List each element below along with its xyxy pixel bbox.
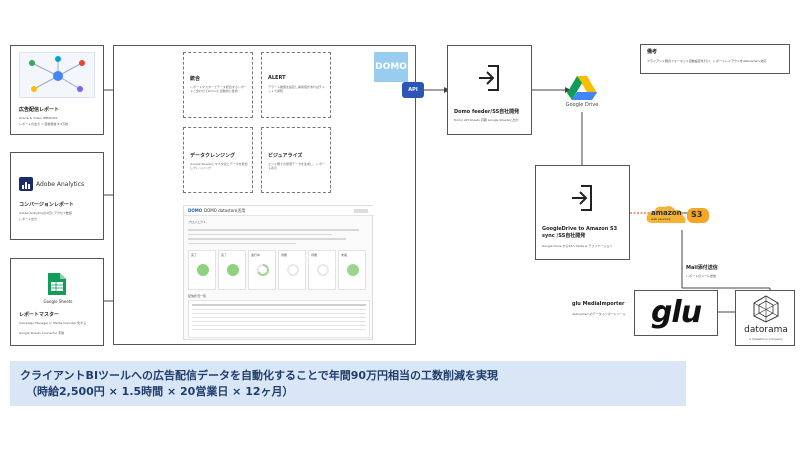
dashboard-text-lines bbox=[188, 226, 368, 246]
summary-line2: （時給2,500円 × 1.5時間 × 20営業日 × 12ヶ月） bbox=[26, 385, 294, 398]
status-card: 完了 bbox=[188, 250, 216, 290]
s3-badge-text: S3 bbox=[691, 210, 703, 219]
import-arrow-icon bbox=[572, 185, 592, 211]
status-card: 未着 bbox=[338, 250, 366, 290]
arrow-head bbox=[565, 87, 571, 93]
panel-cleansing-title: データクレンジング bbox=[190, 153, 236, 159]
panel-visualize: ビジュアライズ エンド側での受領データを生成し、レポート表示 bbox=[261, 127, 331, 193]
node-datorama: datorama A Salesforce Company bbox=[735, 290, 795, 346]
status-card-label: 待機 bbox=[311, 253, 318, 257]
note-box: 備考 クライアント側のフォーマット自動設定を行い、レポートレイアウトをdator… bbox=[640, 44, 790, 74]
adobe-analytics-logo-text: Adobe Analytics bbox=[36, 181, 85, 188]
panel-aggregate-title: 統合 bbox=[190, 76, 201, 82]
datorama-cube-icon bbox=[753, 295, 779, 323]
dashboard-app-name: DOMO datastore活用 bbox=[204, 208, 246, 213]
status-card: 完了 bbox=[218, 250, 246, 290]
google-drive-icon bbox=[567, 76, 597, 100]
panel-visualize-desc: エンド側での受領データを生成し、レポート表示 bbox=[268, 162, 326, 170]
feeder-desc: Domo API Sheets 同期 Google Sheetsに出力 bbox=[454, 118, 519, 122]
status-gauge bbox=[317, 264, 329, 276]
google-sheets-logo-text: Google Sheets bbox=[43, 299, 73, 304]
status-card-label: 待機 bbox=[281, 253, 288, 257]
domo-logo: DOMO bbox=[374, 52, 408, 82]
cloud-icon bbox=[646, 206, 709, 223]
report-master-line1: Campaign Manager に Media Importer 化する bbox=[19, 321, 87, 325]
status-card: 待機 bbox=[278, 250, 306, 290]
dashboard-section1: プロジェクト bbox=[188, 220, 207, 224]
conversion-report-line2: レポート出力 bbox=[19, 217, 38, 221]
panel-cleansing: データクレンジング Google Sheetsとマスタ表とデータを統合しクレンジ… bbox=[183, 127, 253, 193]
mail-desc: レポートのメール送信 bbox=[686, 274, 717, 278]
source-report-master: Google Sheets レポートマスター Campaign Manager … bbox=[10, 258, 104, 346]
feeder-title: Domo feeder/SS自社開発 bbox=[454, 109, 520, 115]
mail-title: Mail添付送信 bbox=[686, 265, 718, 271]
status-gauge bbox=[287, 264, 299, 276]
google-drive-label: Google Drive bbox=[565, 102, 599, 108]
s3-sync-desc: Google Drive からS3へ Node.js アプリケーション bbox=[542, 244, 613, 248]
status-card: 待機 bbox=[308, 250, 336, 290]
panel-cleansing-desc: Google Sheetsとマスタ表とデータを統合しクレンジング bbox=[190, 162, 248, 170]
status-card: 進行中 bbox=[248, 250, 276, 290]
dashboard-header: DOMO DOMO datastore活用 bbox=[184, 206, 374, 216]
node-s3-sync: GoogleDrive to Amazon S3 sync /SS自社開発 Go… bbox=[535, 165, 630, 260]
source-ad-report: 広告配信レポート Oracle & Video, BBKPOS1 レポートの出力… bbox=[10, 45, 104, 135]
panel-alert-desc: アラート閾値を設定し異常値があればチャットで通知 bbox=[268, 85, 325, 93]
summary-line1: クライアントBIツールへの広告配信データを自動化することで年間90万円相当の工数… bbox=[20, 369, 499, 382]
panel-visualize-title: ビジュアライズ bbox=[268, 153, 303, 159]
note-title: 備考 bbox=[647, 49, 658, 55]
dashboard-brand: DOMO bbox=[188, 208, 203, 213]
ad-report-title: 広告配信レポート bbox=[19, 107, 60, 113]
ad-network-icon bbox=[29, 56, 85, 92]
dashboard-table bbox=[188, 300, 370, 338]
status-gauge bbox=[197, 264, 209, 276]
panel-alert: ALERT アラート閾値を設定し異常値があればチャットで通知 bbox=[261, 52, 331, 118]
glu-title: glu MediaImporter bbox=[572, 301, 625, 307]
adobe-analytics-icon bbox=[19, 177, 33, 191]
status-card-label: 進行中 bbox=[251, 253, 261, 257]
api-badge-text: API bbox=[408, 87, 418, 93]
node-domo-feeder: Domo feeder/SS自社開発 Domo API Sheets 同期 Go… bbox=[447, 45, 532, 135]
report-master-line2: Google Sheets Connector 手動 bbox=[19, 331, 65, 335]
node-glu: glu bbox=[634, 290, 718, 336]
ad-report-line2: レポートの出力 > 自動受信 8.5万枚 bbox=[19, 122, 69, 126]
status-card-label: 完了 bbox=[221, 253, 228, 257]
s3-sync-title: GoogleDrive to Amazon S3 sync /SS自社開発 bbox=[542, 226, 618, 239]
google-sheets-icon bbox=[48, 273, 66, 295]
datorama-sub-text: A Salesforce Company bbox=[749, 337, 783, 341]
import-arrow-icon bbox=[479, 65, 499, 91]
ad-network-graphic bbox=[19, 52, 95, 98]
amazon-brand-text: amazon bbox=[651, 209, 682, 217]
glu-logo: glu bbox=[650, 295, 702, 330]
glu-desc: datoramaへのデータインポートツール bbox=[572, 312, 626, 316]
report-master-title: レポートマスター bbox=[19, 312, 60, 318]
status-gauge bbox=[257, 264, 269, 276]
panel-alert-title: ALERT bbox=[268, 75, 286, 81]
dashboard-toolbar bbox=[354, 209, 368, 213]
domo-logo-text: DOMO bbox=[375, 62, 407, 72]
datorama-logo-text: datorama bbox=[744, 325, 788, 335]
status-card-label: 未着 bbox=[341, 253, 348, 257]
status-gauge bbox=[227, 264, 239, 276]
api-badge: API bbox=[402, 82, 424, 98]
panel-aggregate-desc: レポートマスターでデータ統合するレポートと合わせてDomoに自動的に集約 bbox=[190, 85, 247, 93]
summary-banner: クライアントBIツールへの広告配信データを自動化することで年間90万円相当の工数… bbox=[10, 361, 686, 406]
status-gauge bbox=[347, 264, 359, 276]
conversion-report-title: コンバージョンレポート bbox=[19, 202, 74, 208]
amazon-sub-text: web services bbox=[651, 217, 671, 221]
status-card-label: 完了 bbox=[191, 253, 198, 257]
dashboard-section2: 配信状況一覧 bbox=[188, 294, 207, 298]
ad-report-line1: Oracle & Video, BBKPOS1 bbox=[19, 116, 58, 120]
panel-aggregate: 統合 レポートマスターでデータ統合するレポートと合わせてDomoに自動的に集約 bbox=[183, 52, 253, 118]
amazon-s3-logo: amazon web services S3 bbox=[645, 203, 711, 225]
conversion-report-line1: Adobe Analyticsの1日にアクセス数値 bbox=[19, 211, 72, 215]
source-conversion-report: Adobe Analytics コンバージョンレポート Adobe Analyt… bbox=[10, 152, 104, 240]
note-text: クライアント側のフォーマット自動設定を行い、レポートレイアウトをdatorama… bbox=[647, 59, 767, 63]
dashboard-preview: DOMO DOMO datastore活用 プロジェクト 完了 完了 進行中 待… bbox=[183, 205, 374, 340]
